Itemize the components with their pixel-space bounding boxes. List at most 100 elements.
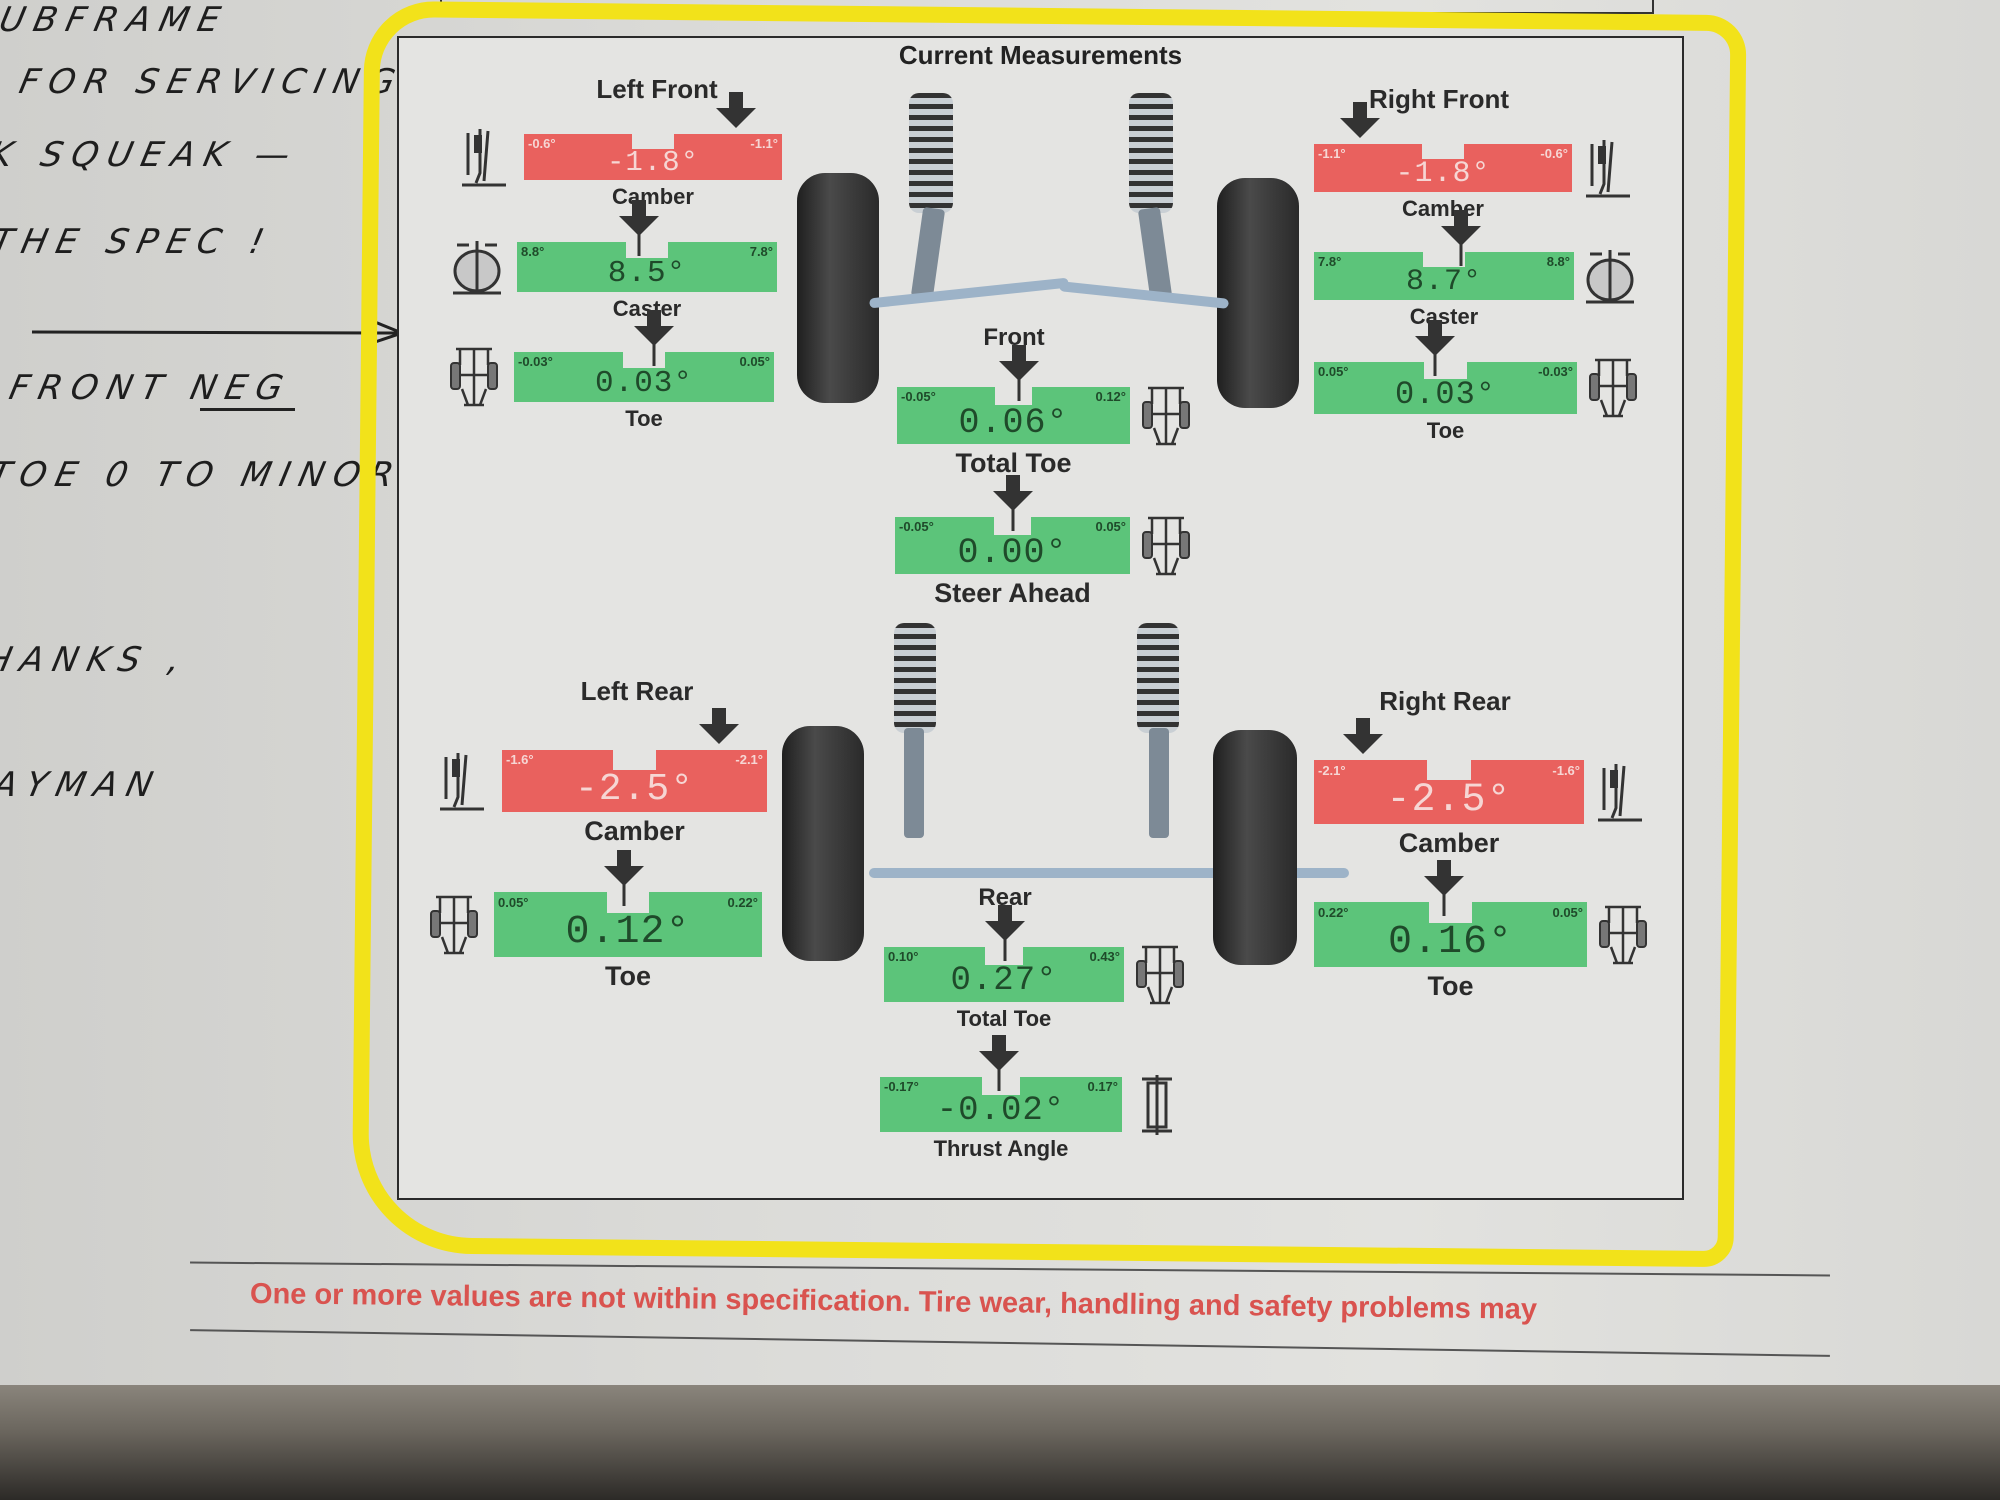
- gauge-max-limit: 0.22°: [727, 894, 758, 910]
- gauge-max-limit: -0.03°: [1538, 364, 1573, 380]
- gauge-lf-toe: -0.03° 0.05° 0.03° Toe: [450, 310, 774, 431]
- handwritten-arrow-icon: [31, 318, 407, 345]
- gauge-label: Camber: [1402, 196, 1484, 221]
- gauge-label: Camber: [1398, 828, 1500, 858]
- gauge-max-limit: 8.8°: [1546, 253, 1570, 269]
- note-line: FRONT NEG: [5, 368, 296, 408]
- gauge-min-limit: 0.05°: [498, 894, 529, 910]
- gauge-min-limit: -1.6°: [506, 752, 534, 768]
- note-line: THE SPEC !: [0, 222, 277, 262]
- gauge-value: 0.16°: [1387, 919, 1514, 965]
- gauge-rr-camber: -2.1° -1.6° -2.5°Camber: [1314, 718, 1642, 858]
- gauge-max-limit: -0.6°: [1540, 145, 1568, 161]
- gauge-spec-notch: [626, 242, 668, 258]
- gauge-min-limit: -2.1°: [1318, 762, 1346, 778]
- gauge-max-limit: 0.17°: [1087, 1079, 1118, 1095]
- gauge-min-limit: -0.03°: [518, 354, 553, 369]
- gauge-min-limit: -1.1°: [1318, 145, 1346, 161]
- toe-icon: [428, 893, 482, 962]
- gauge-rr-toe: 0.22° 0.05° 0.16° Toe: [1314, 860, 1647, 1001]
- gauge-value: -1.8°: [1395, 157, 1491, 192]
- gauge-lf-camber: -0.6° -1.1° -1.8°Camber: [462, 92, 782, 209]
- gauge-steer-ahead: -0.05° 0.05° 0.00° Steer Ahead: [895, 475, 1190, 608]
- gauge-max-limit: 7.8°: [749, 244, 773, 259]
- gauge-pointer-arrow-icon: [991, 475, 1035, 533]
- gauge-value: 0.03°: [594, 366, 693, 401]
- gauge-label: Camber: [612, 184, 694, 209]
- gauge-spec-notch: [981, 1077, 1021, 1095]
- gauge-lr-toe: 0.05° 0.22° 0.12° Toe: [430, 850, 762, 991]
- steer-ahead-icon: [1140, 514, 1194, 583]
- gauge-value: 8.5°: [607, 256, 687, 291]
- gauge-min-limit: -0.17°: [884, 1079, 919, 1095]
- gauge-pointer-arrow-icon: [617, 200, 661, 258]
- gauge-min-limit: 0.05°: [1318, 364, 1349, 380]
- note-line: TOE 0 TO MINOR: [0, 455, 407, 495]
- gauge-label: Thrust Angle: [933, 1136, 1069, 1161]
- gauge-max-limit: 0.05°: [739, 354, 770, 369]
- gauge-label: Total Toe: [956, 1006, 1052, 1031]
- camber-icon: [1582, 136, 1636, 205]
- gauge-max-limit: 0.43°: [1089, 949, 1120, 965]
- gauge-spec-notch: [1423, 252, 1465, 268]
- gauge-min-limit: 7.8°: [1318, 253, 1342, 269]
- camber-icon: [1594, 760, 1648, 829]
- gauge-spec-notch: [632, 134, 674, 149]
- gauge-value: -2.5°: [574, 767, 695, 811]
- gauge-value: -1.8°: [606, 146, 699, 180]
- gauge-value: 8.7°: [1405, 265, 1482, 300]
- gauge-min-limit: -0.05°: [899, 519, 934, 535]
- gauge-lr-camber: -1.6° -2.1° -2.5°Camber: [440, 708, 767, 846]
- camber-icon: [436, 749, 490, 818]
- note-line: K SQUEAK —: [0, 135, 303, 175]
- gauge-spec-notch: [1422, 144, 1464, 160]
- total-toe-icon: [1140, 384, 1194, 453]
- gauge-max-limit: 0.05°: [1552, 904, 1583, 920]
- caster-icon: [451, 235, 505, 304]
- gauge-pointer-arrow-icon: [997, 345, 1041, 403]
- gauge-max-limit: -2.1°: [735, 752, 763, 768]
- gauge-label: Toe: [605, 961, 651, 991]
- gauge-value: 0.03°: [1394, 375, 1496, 413]
- gauge-min-limit: 8.8°: [521, 244, 545, 259]
- gauge-label: Toe: [1427, 971, 1474, 1001]
- gauge-max-limit: 0.05°: [1095, 519, 1126, 535]
- gauge-min-limit: 0.10°: [888, 949, 919, 965]
- toe-icon: [1587, 356, 1641, 425]
- gauge-value: 0.12°: [565, 909, 691, 955]
- gauge-spec-notch: [606, 892, 650, 913]
- gauge-min-limit: 0.22°: [1318, 904, 1349, 920]
- previous-section-border: [440, 0, 1654, 14]
- gauge-rf-caster: 7.8° 8.8° 8.7°Caster: [1314, 210, 1634, 329]
- gauge-spec-notch: [1428, 902, 1473, 923]
- gauge-max-limit: 0.12°: [1095, 389, 1126, 405]
- gauge-pointer-arrow-icon: [983, 905, 1027, 963]
- gauge-pointer-arrow-icon: [1338, 102, 1382, 144]
- note-line: UBFRAME: [0, 0, 233, 40]
- gauge-label: Toe: [1426, 418, 1465, 443]
- gauge-rf-camber: -1.1° -0.6° -1.8° Camber: [1314, 102, 1630, 221]
- gauge-rear-total-toe: 0.10° 0.43° 0.27° Total Toe: [884, 905, 1184, 1031]
- gauge-value: 0.06°: [958, 402, 1069, 443]
- note-line: AYMAN: [0, 765, 166, 805]
- gauge-pointer-arrow-icon: [1422, 860, 1466, 918]
- section-left-front: Left Front: [596, 74, 718, 104]
- toe-icon: [1597, 903, 1651, 972]
- gauge-spec-notch: [613, 750, 656, 770]
- gauge-pointer-arrow-icon: [1341, 718, 1385, 760]
- gauge-min-limit: -0.05°: [901, 389, 936, 405]
- gauge-spec-notch: [994, 387, 1033, 406]
- camber-icon: [458, 125, 512, 194]
- section-left-rear: Left Rear: [580, 676, 694, 706]
- gauge-label: Steer Ahead: [934, 578, 1091, 608]
- section-right-rear: Right Rear: [1379, 686, 1511, 716]
- gauge-max-limit: -1.1°: [750, 135, 778, 151]
- gauge-label: Total Toe: [955, 448, 1072, 478]
- panel-title: Current Measurements: [898, 40, 1183, 70]
- gauge-value: 0.27°: [950, 961, 1058, 1000]
- note-line: FOR SERVICING: [15, 62, 408, 102]
- section-right-front: Right Front: [1368, 84, 1510, 114]
- gauge-rf-toe: 0.05° -0.03° 0.03° Toe: [1314, 320, 1637, 443]
- gauge-value: 0.00°: [957, 532, 1068, 573]
- gauge-label: Toe: [625, 406, 663, 431]
